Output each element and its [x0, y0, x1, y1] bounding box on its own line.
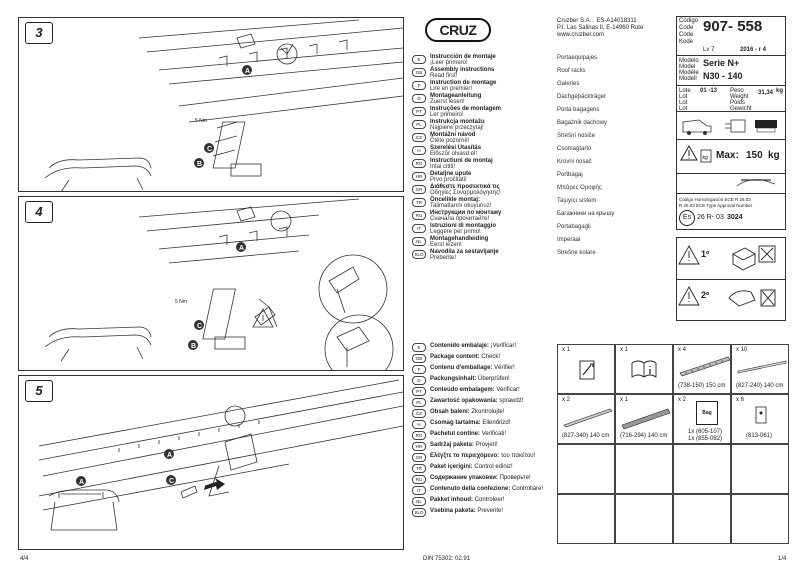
- model-label-1: Modelo: [679, 58, 699, 64]
- part-cell-empty: [557, 444, 615, 494]
- din-standard: DIN 75302: 02.91: [423, 556, 471, 562]
- wrench-sheet-icon: [579, 360, 595, 380]
- part-cell-empty: [673, 494, 731, 544]
- part-cell-empty: [731, 494, 789, 544]
- homologation-block: [676, 194, 786, 230]
- level-label: Lv 7: [703, 47, 715, 53]
- step-3-mark-c: C: [207, 146, 212, 153]
- left-page-number: 4/4: [20, 556, 29, 562]
- part-cell-bar-716: x 1 (716-294) 140 cm: [615, 394, 673, 444]
- model-label-4: Modell: [679, 76, 697, 82]
- series-name: Serie N+: [703, 58, 740, 68]
- step-5-mark-a-detail: A: [79, 479, 84, 486]
- lot-label-2: Lot: [679, 94, 688, 100]
- company-name: Cruzber S.A. . ES-A14018311: [557, 18, 637, 24]
- step-5-mark-a: A: [167, 452, 172, 459]
- model-name: N30 - 140: [703, 71, 743, 81]
- part-cell-bag: x 2 Bag 1x (605-107) 1x (855-082): [673, 394, 731, 444]
- cruz-logo: CRUZ: [425, 18, 491, 42]
- weight-unit: kg: [776, 88, 784, 94]
- code-label-2: Code: [679, 25, 694, 31]
- step-4-illustration: A C B 5 Nm: [44, 198, 394, 370]
- warning-triangle-icon: kg: [680, 144, 712, 163]
- clip-icon: [755, 406, 767, 424]
- roof-bar-icon-row: [676, 174, 786, 194]
- max-load-label: Max:: [716, 150, 739, 161]
- company-website: www.cruzber.com: [557, 32, 605, 38]
- step-5-mark-c: C: [169, 478, 174, 485]
- step-3-illustration: A C B 5 Nm: [44, 19, 403, 191]
- weight-value: 31,34: [758, 90, 774, 96]
- bar-icon: [563, 408, 613, 428]
- part-cell-bar-827: x 2 (827-340) 140 cm: [557, 394, 615, 444]
- car-load-icons: [676, 112, 786, 140]
- part-cell-empty: [673, 444, 731, 494]
- homologation-code: 26 R- 03: [697, 214, 724, 221]
- step-3-mark-b: B: [197, 161, 202, 168]
- lot-block: [676, 86, 786, 112]
- weight-label-3: Poids: [730, 100, 746, 106]
- thin-rail-icon: [737, 360, 787, 374]
- max-load-block: kg: [676, 140, 786, 174]
- step-3-panel: 3 A C B: [18, 17, 404, 192]
- warnings-block: [676, 237, 786, 321]
- model-label-2: Model: [679, 64, 696, 70]
- model-label-3: Modèle: [679, 70, 699, 76]
- part-cell-empty: [615, 494, 673, 544]
- part-cell-empty: [615, 444, 673, 494]
- revision-date: 2016 - r 4: [740, 47, 767, 53]
- part-cell-rail-150: x 4 (738-150) 150 cm: [673, 344, 731, 394]
- van-icon: [682, 119, 777, 135]
- info-book-icon: [631, 360, 657, 378]
- code-label-4: Kode: [679, 39, 694, 45]
- step-4-number: 4: [25, 201, 53, 223]
- weight-label-1: Peso: [730, 88, 744, 94]
- bag-icon: Bag: [696, 401, 718, 425]
- right-page-number: 1/4: [778, 556, 787, 562]
- profile-bar-icon: [621, 408, 671, 430]
- weight-label-2: Weight: [730, 94, 749, 100]
- weight-label-4: Gewicht: [730, 106, 752, 112]
- warning-2-label: 2º: [701, 290, 710, 300]
- lot-value: 01 -13: [700, 88, 718, 94]
- model-block: [676, 56, 786, 86]
- code-label-1: Código: [679, 18, 699, 24]
- lot-label-1: Lote: [679, 88, 691, 94]
- part-cell-clip: x 6 (813-061): [731, 394, 789, 444]
- warning-1-label: 1º: [701, 249, 710, 259]
- step-3-number: 3: [25, 22, 53, 44]
- step-4-panel: 4: [18, 196, 404, 371]
- product-code: 907- 558: [703, 18, 763, 35]
- step-5-number: 5: [25, 380, 53, 402]
- step-4-mark-c: C: [197, 323, 202, 330]
- step-3-mark-a: A: [245, 68, 250, 75]
- max-load-value: 150: [746, 150, 763, 161]
- ece-badge: Es: [679, 210, 695, 226]
- code-block: [676, 16, 786, 56]
- part-cell-rail-140: x 10 (827-240) 140 cm: [731, 344, 789, 394]
- step-3-torque: 5 Nm: [195, 118, 207, 124]
- step-5-illustration: A A C: [38, 379, 403, 531]
- part-cell-empty: [557, 494, 615, 544]
- lot-label-3: Lot: [679, 100, 688, 106]
- long-rail-icon: [679, 356, 730, 377]
- part-cell-instructions: x 1: [557, 344, 615, 394]
- step-4-mark-b: B: [191, 343, 196, 350]
- part-cell-manual: x 1: [615, 344, 673, 394]
- warnings-illustration: [678, 245, 776, 307]
- step-4-torque: 5 Nm: [175, 299, 187, 305]
- code-label-3: Code: [679, 32, 694, 38]
- homologation-line-2: R 26.03 ECE Type Approval Number: [679, 203, 753, 208]
- homologation-line-1: Código Homologación ECE R 26.03: [679, 197, 751, 202]
- svg-text:kg: kg: [703, 155, 709, 161]
- company-address: P.I. Las Salinas II, E-14960 Rute: [557, 25, 644, 31]
- step-5-panel: 5 A A C: [18, 375, 404, 550]
- lot-label-4: Lot: [679, 106, 688, 112]
- max-load-unit: kg: [768, 150, 780, 161]
- part-cell-empty: [731, 444, 789, 494]
- car-roof-icon: [736, 179, 776, 187]
- homologation-number: 3024: [727, 214, 743, 221]
- step-4-mark-a: A: [239, 245, 244, 252]
